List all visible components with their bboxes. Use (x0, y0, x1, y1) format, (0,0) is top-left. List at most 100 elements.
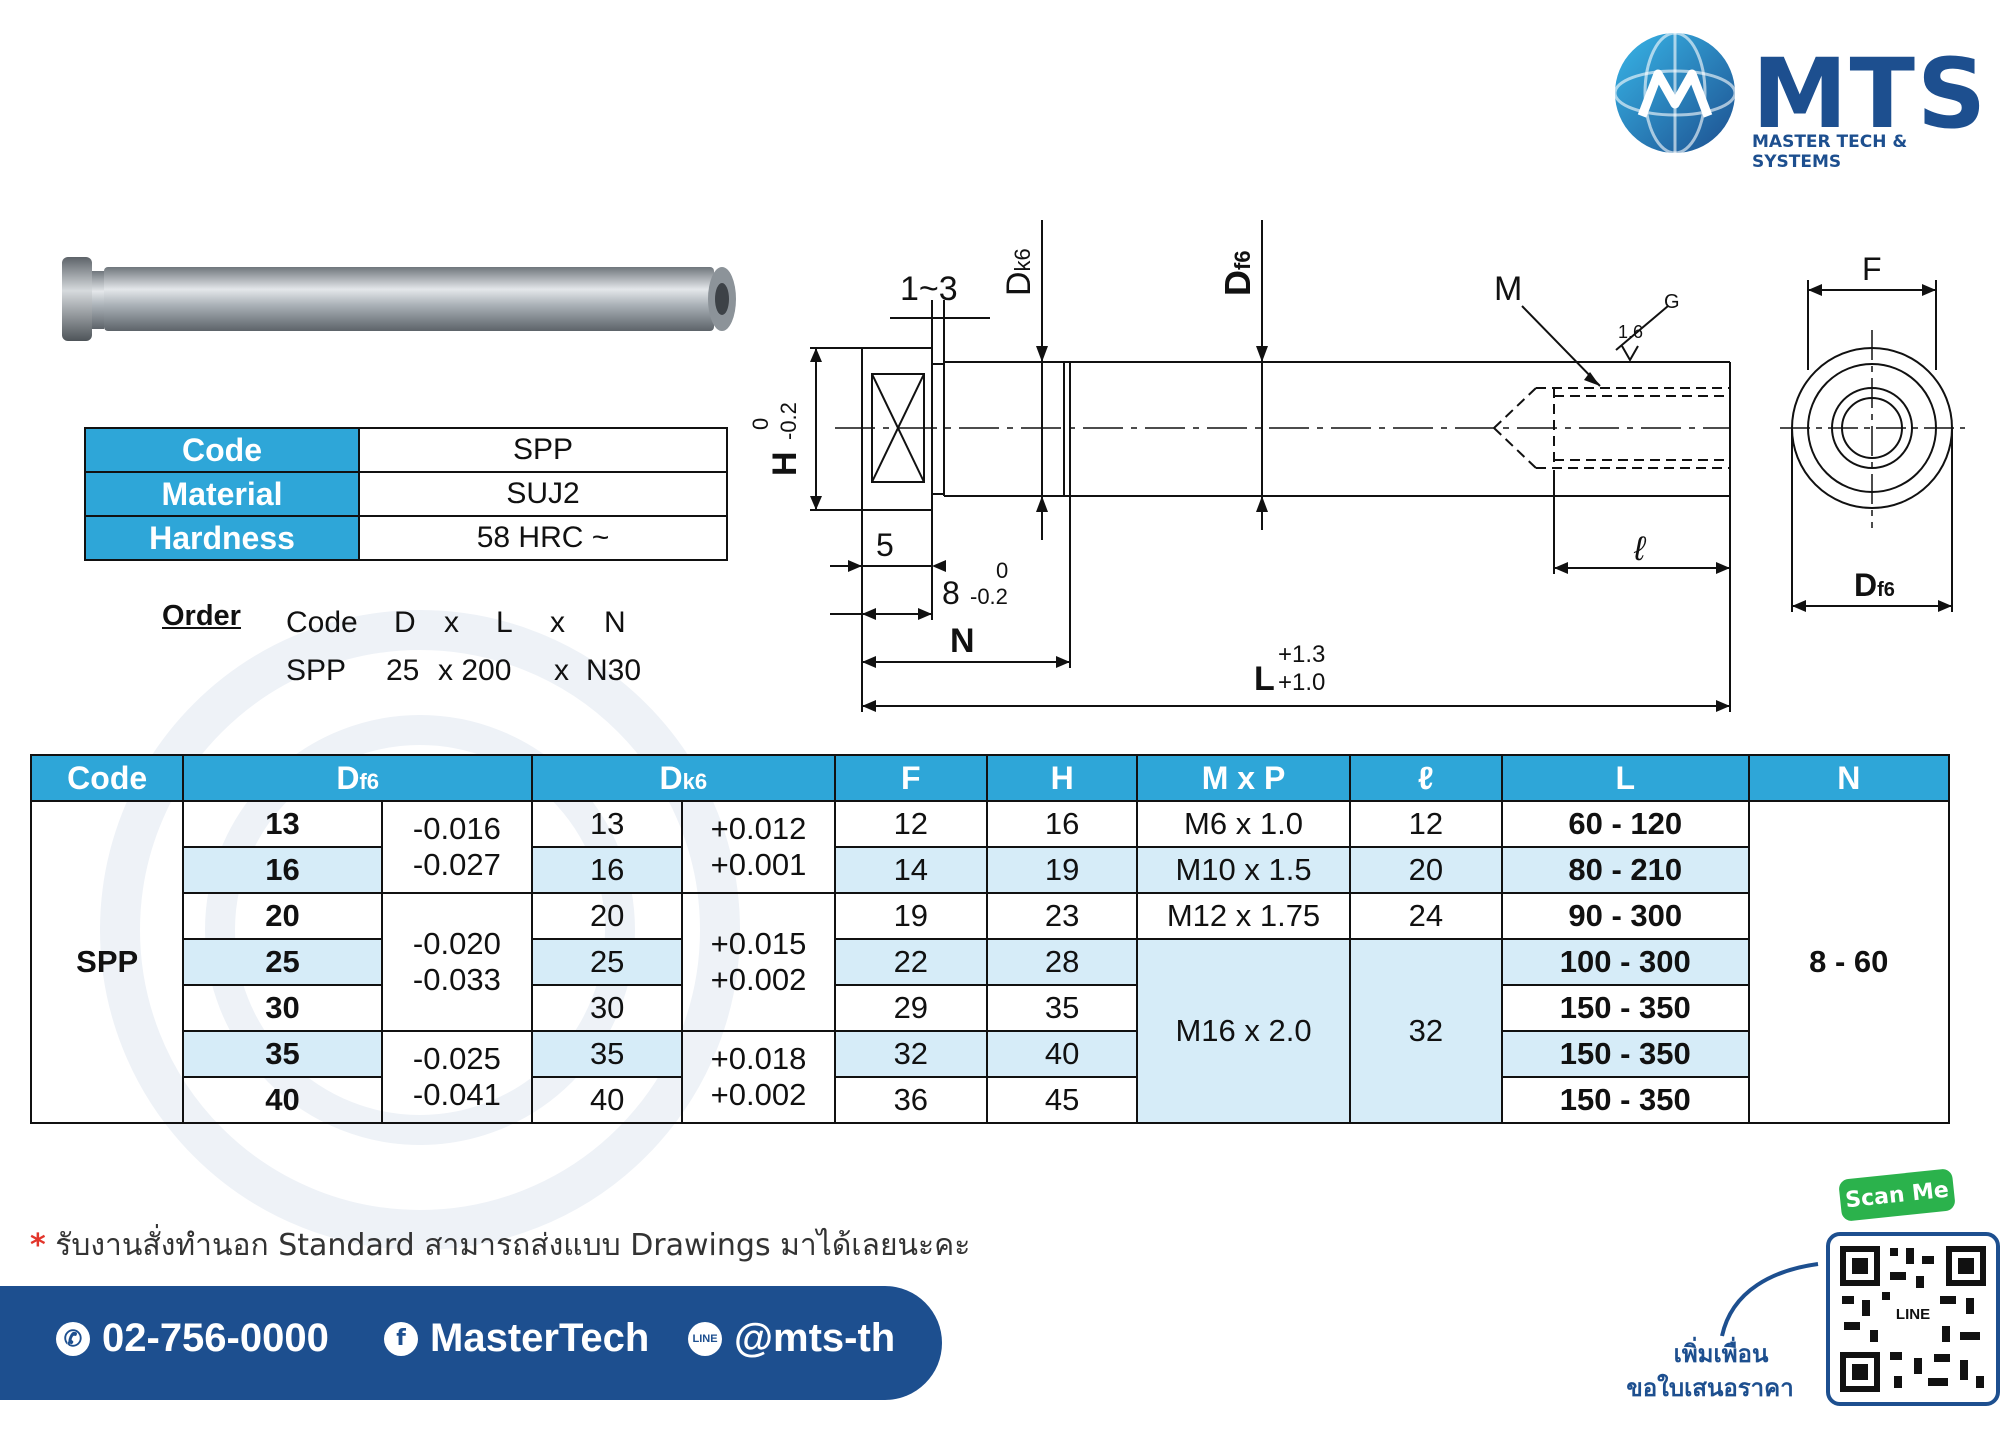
dim-ell: ℓ (1633, 530, 1647, 568)
line-chat-icon: LINE (688, 1321, 722, 1356)
order-example-l: x 200 (438, 654, 512, 687)
dim-h-tol-bot: -0.2 (776, 402, 801, 440)
cell-dk: 40 (531, 1076, 684, 1124)
dim-roughness: 1.6 (1618, 322, 1643, 342)
cell-d: 20 (182, 892, 383, 940)
cell-code: SPP (29, 800, 185, 1124)
order-l: L (496, 606, 513, 639)
technical-drawing: 1~3 Dk6 Df6 M G 1.6 H 0 -0.2 5 8 0 -0.2 … (748, 220, 1965, 712)
line-id: @mts-th (734, 1316, 896, 1360)
col-header-code: Code (29, 754, 185, 802)
dim-l-tol-top: +1.3 (1278, 641, 1325, 668)
cell-ell: 20 (1348, 846, 1504, 894)
scan-me-badge: Scan Me (1838, 1168, 1956, 1222)
qr-pattern-icon (1840, 1246, 1986, 1392)
cell-ell: 12 (1348, 800, 1504, 848)
col-header-f: F (833, 754, 988, 802)
order-example-code: SPP (286, 654, 347, 687)
contact-phone[interactable]: ✆ 02-756-0000 (56, 1316, 329, 1361)
col-header-dk6: Dk6 (531, 754, 836, 802)
info-value: SPP (358, 427, 728, 473)
dim-l: L (1254, 660, 1275, 698)
custom-order-note: * รับงานสั่งทำนอก Standard สามารถส่งแบบ … (30, 1222, 970, 1269)
dim-n: N (950, 622, 975, 660)
cell-f: 32 (833, 1030, 988, 1078)
order-example-d: 25 (386, 654, 420, 687)
cell-h: 16 (985, 800, 1139, 848)
cell-n: 8 - 60 (1747, 800, 1951, 1124)
cell-l: 150 - 350 (1501, 1076, 1750, 1124)
qr-code[interactable]: LINE (1826, 1232, 2000, 1406)
cell-l: 150 - 350 (1501, 984, 1750, 1032)
table-row: 20 -0.020-0.033 20 +0.015+0.002 19 23 M1… (31, 892, 1949, 1032)
cell-dk-tol: +0.018+0.002 (681, 1030, 836, 1124)
brand-tagline: MASTER TECH & SYSTEMS (1752, 132, 1908, 172)
order-x: x (550, 606, 565, 639)
cell-ell: 32 (1348, 938, 1504, 1124)
cell-dk-tol: +0.012+0.001 (681, 800, 836, 894)
cell-l: 80 - 210 (1501, 846, 1750, 894)
cell-h: 23 (985, 892, 1139, 940)
info-row-material: Material SUJ2 (84, 471, 728, 517)
cell-h: 19 (985, 846, 1139, 894)
dim-f: F (1862, 251, 1882, 287)
qr-line-label: LINE (1895, 1306, 1931, 1323)
table-row: 35 -0.025-0.041 35 +0.018+0.002 32 40 15… (31, 1030, 1949, 1124)
cell-d: 16 (182, 846, 383, 894)
cell-f: 12 (833, 800, 988, 848)
brand-logo: MTS MASTER TECH & SYSTEMS (1612, 30, 1992, 172)
cell-l: 150 - 350 (1501, 1030, 1750, 1078)
cell-f: 22 (833, 938, 988, 986)
cell-df-tol: -0.016-0.027 (380, 800, 534, 894)
dim-h-tol-top: 0 (748, 418, 773, 430)
dim-8-tol-bot: -0.2 (970, 584, 1008, 609)
cell-h: 40 (985, 1030, 1139, 1078)
cell-dk: 35 (531, 1030, 684, 1078)
dim-8: 8 (942, 575, 960, 611)
col-header-n: N (1747, 754, 1951, 802)
asterisk-icon: * (30, 1228, 46, 1263)
order-d: D (394, 606, 416, 639)
contact-bar: ✆ 02-756-0000 f MasterTech LINE @mts-th (0, 1286, 942, 1400)
dim-1-3: 1~3 (900, 270, 958, 308)
table-row: 25 25 22 28 M16 x 2.0 32 100 - 300 (31, 938, 1949, 1124)
info-key: Hardness (84, 515, 360, 561)
table-row: SPP 13 -0.016-0.027 13 +0.012+0.001 12 1… (29, 800, 1951, 1124)
contact-facebook[interactable]: f MasterTech (384, 1316, 649, 1361)
col-header-mp: M x P (1136, 754, 1351, 802)
cell-dk: 25 (531, 938, 684, 986)
cell-d: 13 (182, 800, 383, 848)
cell-mp: M12 x 1.75 (1136, 892, 1351, 940)
order-code: Code (286, 606, 358, 639)
cell-h: 28 (985, 938, 1139, 986)
facebook-icon: f (384, 1321, 418, 1356)
cell-dk: 20 (531, 892, 684, 940)
col-header-ell: ℓ (1348, 754, 1504, 802)
order-x: x (444, 606, 459, 639)
curved-arrow-icon (1720, 1262, 1819, 1337)
col-header-df6: Df6 (182, 754, 534, 802)
col-header-l: L (1501, 754, 1750, 802)
info-key: Material (84, 471, 360, 517)
cell-dk: 30 (531, 984, 684, 1032)
dim-m: M (1494, 270, 1522, 308)
cell-d: 35 (182, 1030, 383, 1078)
contact-line[interactable]: LINE @mts-th (688, 1316, 895, 1361)
phone-icon: ✆ (56, 1321, 90, 1356)
cell-h: 35 (985, 984, 1139, 1032)
dim-8-tol-top: 0 (996, 558, 1008, 583)
cell-d: 25 (182, 938, 383, 986)
cell-df-tol: -0.025-0.041 (380, 1030, 534, 1124)
cell-h: 45 (985, 1076, 1139, 1124)
order-n: N (604, 606, 626, 639)
cell-df-tol: -0.020-0.033 (380, 892, 534, 1032)
cell-f: 19 (833, 892, 988, 940)
dim-g: G (1664, 291, 1680, 313)
cell-d: 40 (182, 1076, 383, 1124)
cell-mp: M16 x 2.0 (1136, 938, 1351, 1124)
table-row: 40 40 36 45 150 - 350 (31, 1076, 1949, 1124)
order-example-n: N30 (586, 654, 642, 687)
cell-d: 30 (182, 984, 383, 1032)
info-value: SUJ2 (358, 471, 728, 517)
cell-l: 90 - 300 (1501, 892, 1750, 940)
